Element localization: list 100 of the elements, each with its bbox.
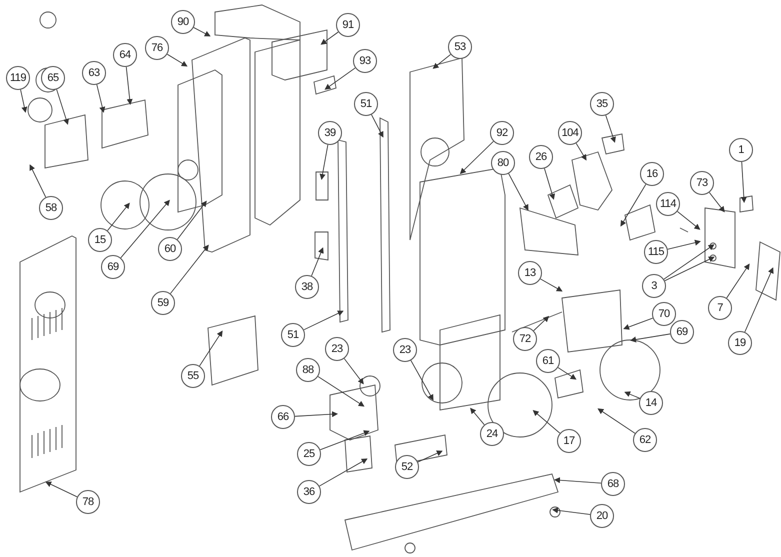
callout-number: 51 xyxy=(354,92,378,116)
leader-line xyxy=(744,267,774,332)
leader-line xyxy=(708,192,725,212)
leader-line xyxy=(605,114,616,143)
callout-number: 23 xyxy=(393,338,417,362)
callout-number: 58 xyxy=(39,196,63,220)
leader-line xyxy=(45,482,78,498)
callout-number: 72 xyxy=(513,327,537,351)
callout-number: 92 xyxy=(490,121,514,145)
callout-number: 15 xyxy=(88,228,112,252)
leader-line xyxy=(576,142,587,161)
leader-line xyxy=(311,247,324,276)
callout-number: 7 xyxy=(708,296,732,320)
callout-number: 80 xyxy=(491,151,515,175)
leader-line xyxy=(623,318,654,330)
callout-number: 65 xyxy=(41,66,65,90)
callout-number: 20 xyxy=(590,504,614,528)
leader-line xyxy=(432,54,452,69)
leader-line xyxy=(320,430,370,450)
callout-number: 66 xyxy=(271,405,295,429)
leader-line xyxy=(544,168,555,200)
leader-line xyxy=(199,330,223,366)
callout-number: 14 xyxy=(639,391,663,415)
leader-line xyxy=(470,408,485,426)
leader-line xyxy=(554,477,602,484)
leader-line xyxy=(30,164,46,198)
leader-line xyxy=(176,200,207,240)
leader-line xyxy=(170,244,209,294)
leader-line xyxy=(96,84,106,113)
leader-line xyxy=(344,358,364,384)
callout-number: 93 xyxy=(353,49,377,73)
leader-line xyxy=(56,89,69,125)
callout-number: 115 xyxy=(644,240,668,264)
leader-line xyxy=(418,450,443,462)
leader-line xyxy=(552,507,590,515)
leader-line xyxy=(558,367,576,380)
callout-number: 36 xyxy=(297,480,321,504)
leader-line xyxy=(320,32,339,45)
callout-number: 19 xyxy=(728,331,752,355)
callout-number: 13 xyxy=(518,261,542,285)
leader-line xyxy=(318,376,365,407)
leader-line xyxy=(410,360,434,401)
leader-line xyxy=(624,391,640,399)
callout-number: 38 xyxy=(295,275,319,299)
leader-line xyxy=(193,27,211,36)
leader-line xyxy=(630,334,671,342)
callout-number: 53 xyxy=(448,35,472,59)
leader-line xyxy=(319,458,368,486)
callout-number: 90 xyxy=(171,10,195,34)
callout-number: 52 xyxy=(395,455,419,479)
leader-line xyxy=(320,144,328,180)
leader-line xyxy=(324,68,356,90)
leader-line xyxy=(120,200,170,258)
callout-number: 70 xyxy=(652,302,676,326)
leader-line xyxy=(508,173,528,211)
leader-line xyxy=(20,89,28,113)
leader-line xyxy=(294,411,338,418)
callout-number: 35 xyxy=(590,92,614,116)
leader-line xyxy=(740,162,747,203)
callout-number: 119 xyxy=(6,66,30,90)
leader-line xyxy=(664,256,715,282)
leader-line xyxy=(166,54,188,67)
callout-number: 78 xyxy=(76,490,100,514)
callout-number: 24 xyxy=(480,422,504,446)
leader-line xyxy=(663,244,714,280)
callout-number: 68 xyxy=(601,472,625,496)
callout-number: 59 xyxy=(151,291,175,315)
callout-number: 61 xyxy=(536,349,560,373)
leader-line xyxy=(371,114,384,138)
leader-line xyxy=(676,211,700,230)
callout-number: 25 xyxy=(297,442,321,466)
callout-number: 51 xyxy=(281,323,305,347)
leader-line xyxy=(598,408,636,434)
callout-number: 60 xyxy=(158,237,182,261)
callout-number: 91 xyxy=(336,13,360,37)
callout-number: 1 xyxy=(729,138,753,162)
leader-line xyxy=(620,184,646,227)
leader-line xyxy=(726,264,750,298)
callout-number: 69 xyxy=(101,255,125,279)
callout-number: 64 xyxy=(113,43,137,67)
callout-number: 3 xyxy=(642,274,666,298)
callout-number: 39 xyxy=(318,121,342,145)
leader-line xyxy=(126,66,133,105)
callout-number: 26 xyxy=(529,145,553,169)
callout-number: 17 xyxy=(557,429,581,453)
leader-line xyxy=(667,240,701,250)
leader-line xyxy=(533,316,550,332)
callout-number: 114 xyxy=(656,192,680,216)
callout-number: 62 xyxy=(633,428,657,452)
callout-number: 63 xyxy=(82,61,106,85)
callout-number: 73 xyxy=(690,171,714,195)
callout-number: 88 xyxy=(296,358,320,382)
leader-line xyxy=(460,140,494,174)
callout-number: 69 xyxy=(670,320,694,344)
callout-number: 16 xyxy=(640,162,664,186)
callout-number: 104 xyxy=(558,121,582,145)
callout-number: 23 xyxy=(325,337,349,361)
leader-line xyxy=(540,278,563,292)
callout-number: 55 xyxy=(181,364,205,388)
leader-line xyxy=(303,310,344,330)
